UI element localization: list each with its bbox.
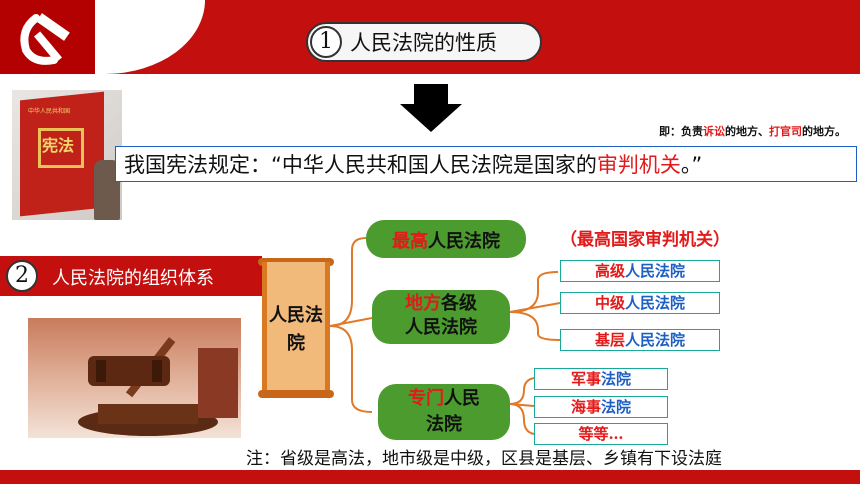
note-prefix: 即：负责 (659, 125, 703, 138)
local-black2: 人民法院 (405, 317, 477, 338)
hammer-sickle-icon (20, 13, 70, 65)
node-special-courts (378, 384, 510, 440)
special-court-etc: 等等… (534, 423, 668, 445)
special-court-maritime: 海事法院 (534, 396, 668, 418)
book-title: 宪法 (42, 136, 75, 155)
supreme-red: 最高 (392, 231, 428, 252)
bottom-banner (0, 470, 860, 484)
note-suffix: 的地方。 (802, 125, 846, 138)
special-black1: 人民 (444, 388, 480, 409)
section1-title-pill (306, 22, 542, 62)
constitution-suffix: 。” (680, 153, 703, 177)
local-court-intermediate: 中级人民法院 (560, 292, 720, 314)
special-black2: 法院 (426, 414, 462, 435)
scroll-bottom-roll (258, 390, 334, 398)
section1-number: 1 (310, 26, 342, 58)
basic-blue: 人民法院 (625, 331, 686, 349)
supreme-black: 人民法院 (428, 231, 500, 252)
basic-red: 基层 (594, 331, 625, 349)
node-supreme-label: 最高人民法院 (366, 227, 526, 253)
node-special-label: 专门人民法院 (378, 386, 510, 438)
note-highlight-lawsuit: 诉讼 (703, 125, 725, 138)
node-local-label: 地方各级人民法院 (372, 292, 510, 340)
tree-root-label: 人民法院 (269, 305, 323, 354)
special-red: 专门 (408, 388, 444, 409)
local-red: 地方 (405, 293, 441, 314)
section2-number: 2 (6, 260, 38, 292)
local-court-high: 高级人民法院 (560, 260, 720, 282)
party-emblem-area (0, 0, 100, 74)
section1-title: 人民法院的性质 (350, 31, 497, 55)
constitution-statement: 我国宪法规定：“中华人民共和国人民法院是国家的审判机关。” (124, 149, 702, 179)
gavel-icon (78, 337, 238, 436)
gavel-image (28, 318, 241, 438)
supreme-note: （最高国家审判机关） (560, 230, 730, 250)
constitution-prefix: 我国宪法规定：“中华人民共和国人民法院是国家的 (124, 153, 597, 177)
intermediate-red: 中级 (594, 294, 625, 312)
section2-banner (0, 256, 262, 296)
node-supreme-court (366, 220, 526, 258)
book-subtitle: 中华人民共和国 (28, 108, 71, 115)
book-title-frame (38, 128, 84, 168)
constitution-statement-box (115, 146, 857, 182)
constitution-highlight: 审判机关 (596, 153, 681, 177)
note-court-meaning: 即：负责诉讼的地方、打官司的地方。 (659, 123, 846, 139)
high-red: 高级 (594, 262, 625, 280)
intermediate-blue: 人民法院 (625, 294, 686, 312)
local-black1: 各级 (441, 293, 477, 314)
footer-note: 注：省级是高法，地市级是中级，区县是基层、乡镇有下设法庭 (246, 449, 722, 469)
etc-red: 等等… (578, 425, 624, 443)
root-scroll (262, 262, 330, 394)
local-court-basic: 基层人民法院 (560, 329, 720, 351)
note-middle: 的地方、 (725, 125, 769, 138)
high-blue: 人民法院 (625, 262, 686, 280)
node-local-courts (372, 290, 510, 344)
special-court-military: 军事法院 (534, 368, 668, 390)
maritime-red: 海事 (570, 398, 601, 416)
down-arrow-icon (400, 84, 462, 132)
military-red: 军事 (570, 370, 601, 388)
note-highlight-litigation: 打官司 (769, 125, 802, 138)
maritime-blue: 法院 (601, 398, 632, 416)
military-blue: 法院 (601, 370, 632, 388)
constitution-book-image: 中华人民共和国 宪法 (12, 90, 122, 220)
section2-title: 人民法院的组织体系 (52, 268, 214, 289)
